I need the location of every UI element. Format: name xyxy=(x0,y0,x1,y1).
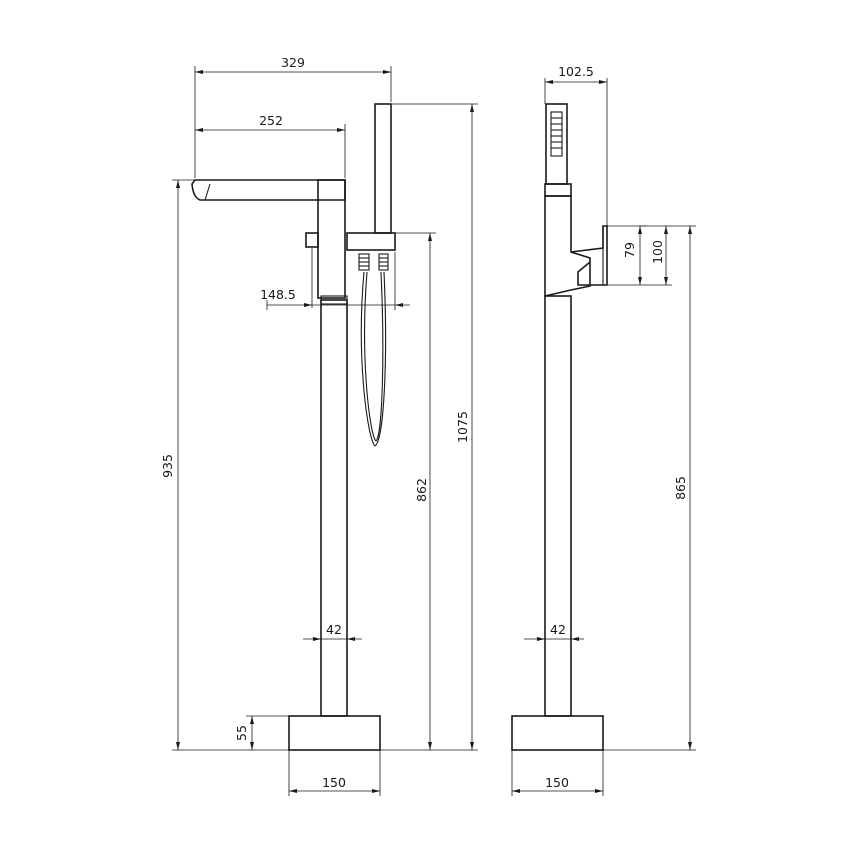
dim-total-height: 1075 xyxy=(455,411,470,443)
side-handshower-grille xyxy=(551,117,562,149)
side-column xyxy=(544,295,572,717)
front-spout-lip xyxy=(204,183,211,201)
dim-front-pipe: 42 xyxy=(326,622,342,637)
front-base-block xyxy=(288,715,381,751)
dim-handle-offset: 148.5 xyxy=(260,287,296,302)
dim-side-body-height: 865 xyxy=(673,476,688,500)
dim-front-base-width: 150 xyxy=(322,775,346,790)
front-riser-bar xyxy=(374,103,392,234)
front-shower-hose xyxy=(360,271,387,447)
front-column xyxy=(320,299,348,717)
side-view: 102.5 79 100 865 42 150 xyxy=(511,64,696,796)
dim-side-pipe: 42 xyxy=(550,622,566,637)
dim-body-height: 100 xyxy=(650,240,665,264)
dim-side-base-width: 150 xyxy=(545,775,569,790)
dim-side-top-width: 102.5 xyxy=(558,64,594,79)
side-lever xyxy=(570,225,608,286)
front-spout xyxy=(191,179,346,201)
side-base-block xyxy=(511,715,604,751)
front-handle-knob xyxy=(305,232,319,248)
dim-spout-reach: 252 xyxy=(259,113,283,128)
front-view: 329 252 148.5 935 862 107 xyxy=(160,55,478,796)
dim-holder-height: 862 xyxy=(414,478,429,502)
front-upper-body xyxy=(317,179,346,299)
side-upper-body xyxy=(544,195,591,298)
front-column-joint xyxy=(320,295,348,305)
side-handshower-holder xyxy=(544,183,572,197)
front-holder-block xyxy=(346,232,396,251)
dim-lever-height: 79 xyxy=(622,242,637,258)
dim-spout-height: 935 xyxy=(160,454,175,478)
dim-base-height: 55 xyxy=(234,725,249,741)
dim-overall-width: 329 xyxy=(281,55,305,70)
side-handshower xyxy=(545,103,568,185)
